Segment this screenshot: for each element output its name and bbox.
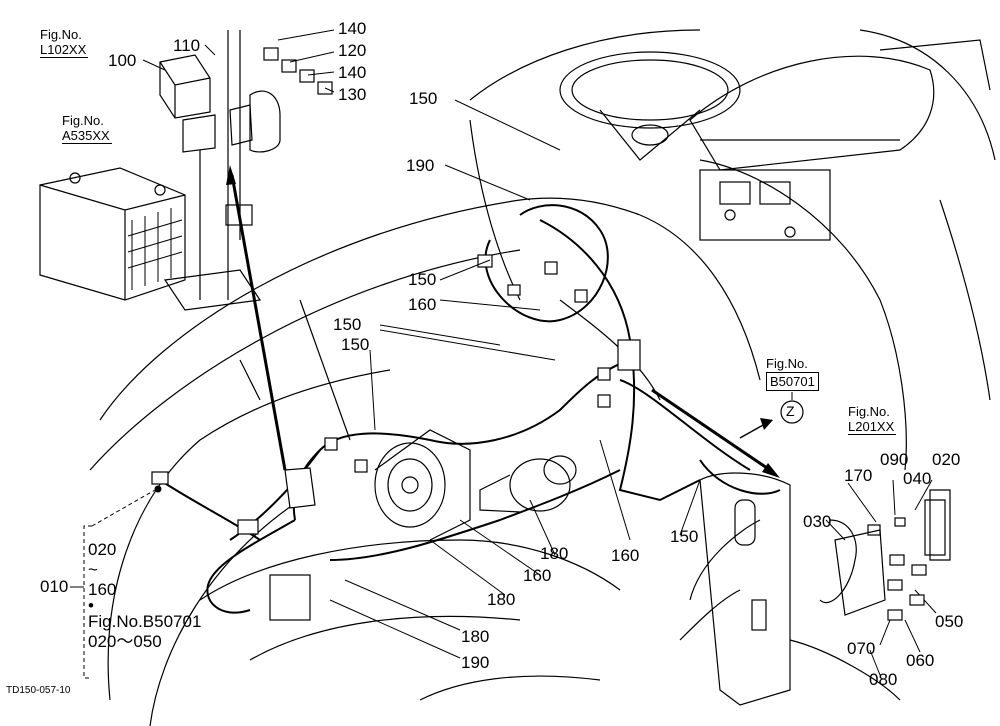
view-direction-arrow bbox=[739, 419, 773, 439]
part-label-060: 060 bbox=[906, 651, 935, 670]
figure-ref-l201: Fig.No. L201XX bbox=[848, 404, 897, 435]
part-label-150: 150 bbox=[670, 527, 699, 546]
part-label-180: 180 bbox=[461, 627, 490, 646]
arrow-heads bbox=[226, 165, 780, 478]
view-marker-circle bbox=[780, 400, 804, 424]
figure-ref-title: Fig.No. bbox=[848, 404, 890, 419]
starter-motor bbox=[479, 455, 577, 513]
part-label-100: 100 bbox=[108, 51, 137, 70]
part-label-150: 150 bbox=[341, 335, 370, 354]
figure-ref-title: Fig.No. bbox=[62, 113, 104, 128]
alternator bbox=[374, 429, 471, 541]
assembly-range-tilde: ~ bbox=[88, 560, 98, 579]
figure-ref-number: A535XX bbox=[62, 128, 112, 144]
assembly-range-dot: • bbox=[88, 596, 94, 615]
part-label-050: 050 bbox=[935, 612, 964, 631]
figure-ref-number: B50701 bbox=[766, 372, 819, 391]
part-label-160: 160 bbox=[408, 295, 437, 314]
part-label-170: 170 bbox=[844, 466, 873, 485]
part-label-190: 190 bbox=[461, 653, 490, 672]
part-label-020: 020 bbox=[932, 450, 961, 469]
assembly-range-end: 160 bbox=[88, 580, 117, 599]
part-label-140: 140 bbox=[338, 63, 367, 82]
part-label-190: 190 bbox=[406, 156, 435, 175]
assembly-range-start: 020 bbox=[88, 540, 117, 559]
drawing-code: TD150-057-10 bbox=[6, 685, 71, 696]
relay-cluster bbox=[229, 47, 333, 153]
connector-bracket-detail bbox=[679, 472, 951, 706]
figure-ref-title: Fig.No. bbox=[40, 27, 82, 42]
assembly-ref-range: 020～050 bbox=[88, 632, 162, 651]
part-label-160: 160 bbox=[523, 566, 552, 585]
part-label-140: 140 bbox=[338, 19, 367, 38]
assembly-ref: Fig.No.B50701 bbox=[88, 612, 202, 631]
part-label-150: 150 bbox=[408, 270, 437, 289]
figure-ref-title: Fig.No. bbox=[766, 356, 808, 371]
operator-seat bbox=[689, 39, 991, 171]
wire-harness bbox=[159, 204, 781, 614]
harness-connectors bbox=[151, 254, 641, 621]
assembly-number: 010 bbox=[40, 577, 69, 596]
part-label-090: 090 bbox=[880, 450, 909, 469]
callout-arrows bbox=[230, 174, 771, 472]
part-label-110: 110 bbox=[173, 36, 201, 55]
part-label-040: 040 bbox=[903, 469, 932, 488]
part-label-180: 180 bbox=[540, 544, 569, 563]
view-marker-letter: Z bbox=[786, 403, 795, 419]
part-label-070: 070 bbox=[847, 639, 876, 658]
figure-ref-l102: Fig.No. L102XX bbox=[40, 27, 89, 58]
part-label-120: 120 bbox=[338, 41, 367, 60]
part-label-030: 030 bbox=[803, 512, 832, 531]
tractor-body-outline bbox=[89, 29, 996, 726]
part-label-160: 160 bbox=[611, 546, 640, 565]
fuse-box bbox=[159, 54, 216, 153]
part-label-080: 080 bbox=[869, 670, 898, 689]
figure-ref-b507: Fig.No. B50701 bbox=[766, 356, 819, 391]
assembly-range: 020 ~ 160 • Fig.No.B50701 020～050 bbox=[88, 540, 201, 652]
leader-lines bbox=[142, 29, 937, 676]
battery-bracket bbox=[163, 30, 262, 311]
figure-ref-number: L102XX bbox=[40, 42, 89, 58]
part-label-150: 150 bbox=[409, 89, 438, 108]
assembly-bracket bbox=[70, 485, 162, 679]
control-panel bbox=[699, 169, 831, 241]
part-label-130: 130 bbox=[338, 85, 367, 104]
part-label-150: 150 bbox=[333, 315, 362, 334]
part-label-180: 180 bbox=[487, 590, 516, 609]
battery bbox=[39, 167, 186, 301]
figure-ref-number: L201XX bbox=[848, 419, 897, 435]
figure-ref-a535: Fig.No. A535XX bbox=[62, 113, 112, 144]
steering-wheel bbox=[559, 51, 741, 161]
